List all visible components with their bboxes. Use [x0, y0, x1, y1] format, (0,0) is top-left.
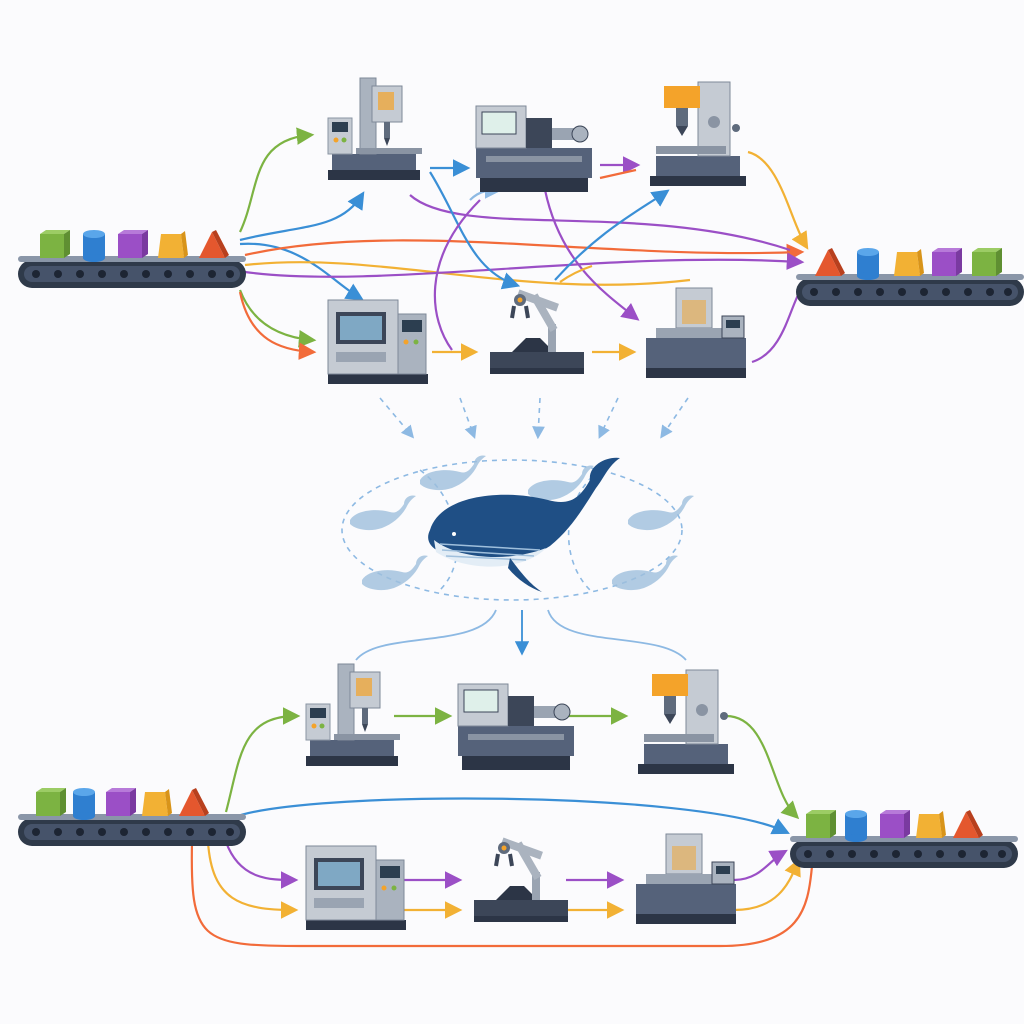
arrow — [543, 189, 640, 321]
lathe-icon — [457, 683, 575, 771]
cnc-machine-icon — [305, 845, 407, 931]
lathe-icon — [475, 105, 593, 193]
arrow — [554, 189, 670, 281]
arrow — [459, 397, 477, 440]
red-triangle-icon — [953, 810, 983, 838]
small-whale-icon — [350, 495, 416, 531]
green-cube-icon — [972, 248, 1002, 276]
arrow — [355, 609, 497, 661]
green-cube-icon — [36, 788, 66, 816]
milling-machine-icon — [649, 81, 747, 187]
inspection-station-icon — [635, 833, 737, 925]
arrow — [224, 841, 299, 889]
blue-cylinder-icon — [857, 248, 879, 280]
purple-cube-icon — [880, 810, 910, 838]
arrow — [733, 849, 788, 882]
arrow — [532, 397, 545, 440]
drill-press-icon — [305, 663, 401, 767]
arrow — [190, 841, 814, 948]
small-whale-icon — [612, 555, 678, 591]
machines-bottom — [305, 663, 737, 931]
purple-cube-icon — [106, 788, 136, 816]
arrow — [239, 191, 365, 242]
machines-top — [327, 77, 747, 385]
yellow-trapezoid-icon — [916, 811, 946, 838]
robotic-arm-icon — [472, 835, 570, 924]
arrow — [239, 127, 315, 233]
arrow — [224, 707, 301, 813]
blue-cylinder-icon — [73, 788, 95, 820]
blue-cylinder-icon — [83, 230, 105, 262]
scheduler-outputs — [355, 609, 687, 661]
input-conveyor-bottom — [18, 788, 246, 846]
green-cube-icon — [40, 230, 70, 258]
green-cube-icon — [806, 810, 836, 838]
red-triangle-icon — [179, 788, 209, 816]
top-flow-arrows — [238, 127, 811, 364]
robotic-arm-icon — [488, 287, 586, 376]
purple-cube-icon — [118, 230, 148, 258]
yellow-trapezoid-icon — [158, 231, 188, 258]
arrow — [409, 194, 791, 252]
output-conveyor-bottom — [790, 810, 1018, 868]
inspection-station-icon — [645, 287, 747, 379]
milling-machine-icon — [637, 669, 735, 775]
yellow-trapezoid-icon — [894, 249, 924, 276]
arrow — [379, 397, 415, 439]
input-conveyor-top — [18, 230, 246, 288]
cnc-machine-icon — [327, 299, 429, 385]
red-triangle-icon — [815, 248, 845, 276]
arrow — [238, 291, 317, 360]
arrow — [599, 168, 637, 180]
arrow — [598, 397, 619, 439]
arrow — [238, 289, 317, 348]
arrow — [244, 261, 691, 286]
red-triangle-icon — [199, 230, 229, 258]
yellow-trapezoid-icon — [142, 789, 172, 816]
small-whale-icon — [628, 495, 694, 531]
arrow — [725, 714, 800, 820]
small-whale-icon — [362, 555, 428, 591]
blue-cylinder-icon — [845, 810, 867, 842]
arrow — [660, 397, 689, 439]
arrow — [429, 171, 521, 290]
small-whale-icon — [420, 455, 486, 491]
output-conveyor-top — [796, 248, 1024, 306]
scheduler-whales — [350, 455, 694, 593]
drill-press-icon — [327, 77, 423, 181]
arrow — [231, 797, 790, 835]
arrow — [244, 252, 805, 278]
arrow — [206, 841, 299, 919]
arrow — [547, 609, 687, 661]
arrow — [559, 264, 593, 283]
arrow — [747, 150, 809, 250]
bottom-flow-arrows — [190, 707, 814, 948]
purple-cube-icon — [932, 248, 962, 276]
arrow — [733, 857, 801, 912]
arrow — [244, 239, 805, 262]
arrow — [433, 199, 481, 351]
